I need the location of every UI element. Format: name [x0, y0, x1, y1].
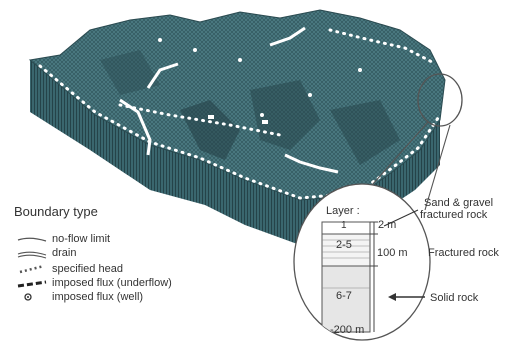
solid-rock-label: Solid rock	[430, 292, 478, 304]
legend-well-dot	[27, 296, 29, 298]
flux-marker-2	[208, 115, 214, 119]
fractured-rock-top-label: fractured rock	[420, 209, 487, 221]
legend-symbols	[18, 238, 46, 300]
depth-200m-label: -200 m	[330, 324, 364, 336]
legend-specified-head-symbol	[20, 266, 44, 272]
legend-item-drain: drain	[52, 247, 76, 259]
layer-title: Layer :	[326, 205, 360, 217]
legend-item-well: imposed flux (well)	[52, 291, 143, 303]
layer-2-5-label: 2-5	[336, 239, 352, 251]
layer-1-label: 1	[341, 220, 347, 231]
depth-100m-label: 100 m	[377, 247, 408, 259]
legend-drain-symbol	[18, 252, 46, 258]
mesh-surface	[30, 10, 445, 200]
flux-marker-1	[262, 120, 268, 124]
legend-item-underflow: imposed flux (underflow)	[52, 277, 172, 289]
well-marker-2	[238, 58, 242, 62]
legend-item-no-flow: no-flow limit	[52, 233, 110, 245]
layer-6-7-label: 6-7	[336, 290, 352, 302]
fractured-rock-label: Fractured rock	[428, 247, 499, 259]
legend-underflow-symbol	[18, 282, 46, 286]
well-marker-6	[260, 113, 264, 117]
model-top-surface	[30, 10, 445, 200]
drain-5	[90, 20, 102, 28]
depth-2m-label: 2 m	[378, 219, 396, 231]
well-marker-5	[158, 38, 162, 42]
sand-gravel-label: Sand & gravel	[424, 197, 493, 209]
legend-item-specified-head: specified head	[52, 263, 123, 275]
well-marker-3	[308, 93, 312, 97]
well-marker-1	[193, 48, 197, 52]
well-marker-4	[358, 68, 362, 72]
legend-title: Boundary type	[14, 204, 98, 219]
legend-no-flow-symbol	[18, 238, 46, 241]
